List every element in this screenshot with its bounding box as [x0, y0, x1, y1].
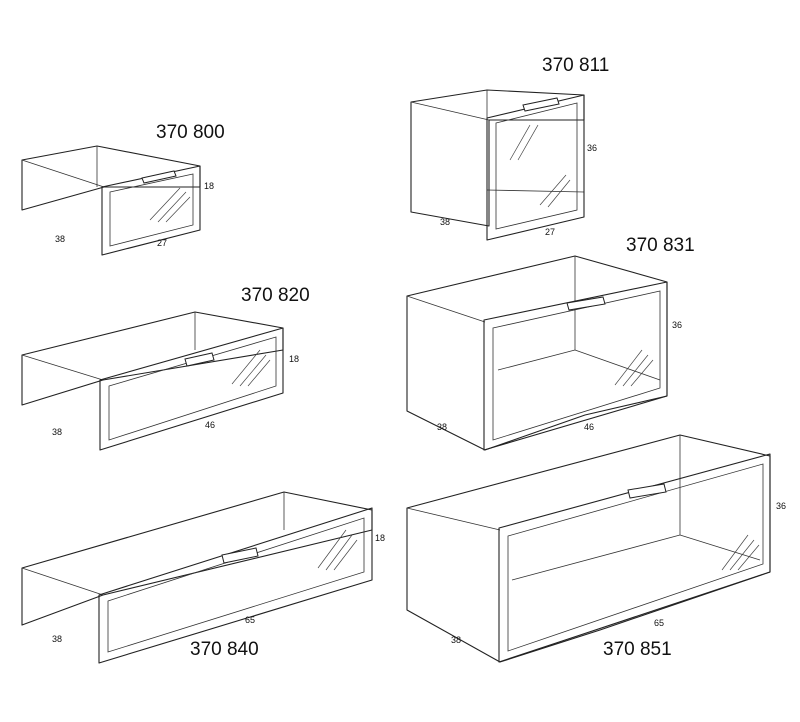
drawer-front-370-851	[498, 453, 771, 663]
depth-label-370-851: 38	[451, 635, 461, 645]
drawer-unit-370-800: 370 800 38 27 18	[21, 122, 225, 256]
handle-370-831	[566, 296, 606, 311]
handle-370-851	[627, 483, 667, 499]
drawer-unit-370-840: 370 840 38 65 18	[21, 491, 385, 664]
drawer-unit-370-831: 370 831 38 46 36	[406, 235, 695, 451]
drawer-front-370-820	[99, 327, 284, 451]
width-label-370-840: 65	[245, 615, 255, 625]
depth-label-370-811: 38	[440, 217, 450, 227]
drawer-front-370-840	[98, 507, 373, 664]
code-label-370-851: 370 851	[603, 639, 672, 660]
drawer-box-370-820	[21, 311, 284, 406]
width-label-370-800: 27	[157, 238, 167, 248]
height-label-370-831: 36	[672, 320, 682, 330]
width-label-370-831: 46	[584, 422, 594, 432]
drawer-box-370-831	[406, 255, 668, 451]
code-label-370-820: 370 820	[241, 285, 310, 306]
depth-label-370-840: 38	[52, 634, 62, 644]
height-label-370-811: 36	[587, 143, 597, 153]
depth-label-370-820: 38	[52, 427, 62, 437]
handle-370-800	[141, 170, 177, 184]
drawer-front-370-811	[486, 94, 585, 241]
height-label-370-800: 18	[204, 181, 214, 191]
code-label-370-811: 370 811	[542, 55, 609, 76]
drawer-unit-370-820: 370 820 38 46 18	[21, 285, 310, 451]
height-label-370-820: 18	[289, 354, 299, 364]
handle-370-811	[522, 97, 560, 112]
code-label-370-840: 370 840	[190, 639, 259, 660]
depth-label-370-831: 38	[437, 422, 447, 432]
width-label-370-820: 46	[205, 420, 215, 430]
height-label-370-840: 18	[375, 533, 385, 543]
code-label-370-831: 370 831	[626, 235, 695, 256]
code-label-370-800: 370 800	[156, 122, 225, 143]
depth-label-370-800: 38	[55, 234, 65, 244]
width-label-370-851: 65	[654, 618, 664, 628]
drawer-box-370-840	[21, 491, 373, 626]
handle-370-820	[184, 352, 215, 367]
drawer-unit-370-811: 370 811 38 27 36	[410, 55, 609, 241]
drawer-unit-370-851: 370 851 38 65 36	[406, 434, 786, 663]
drawer-box-370-851	[406, 434, 771, 663]
drawer-box-370-811	[410, 89, 585, 227]
width-label-370-811: 27	[545, 227, 555, 237]
height-label-370-851: 36	[776, 501, 786, 511]
handle-370-840	[221, 547, 259, 564]
